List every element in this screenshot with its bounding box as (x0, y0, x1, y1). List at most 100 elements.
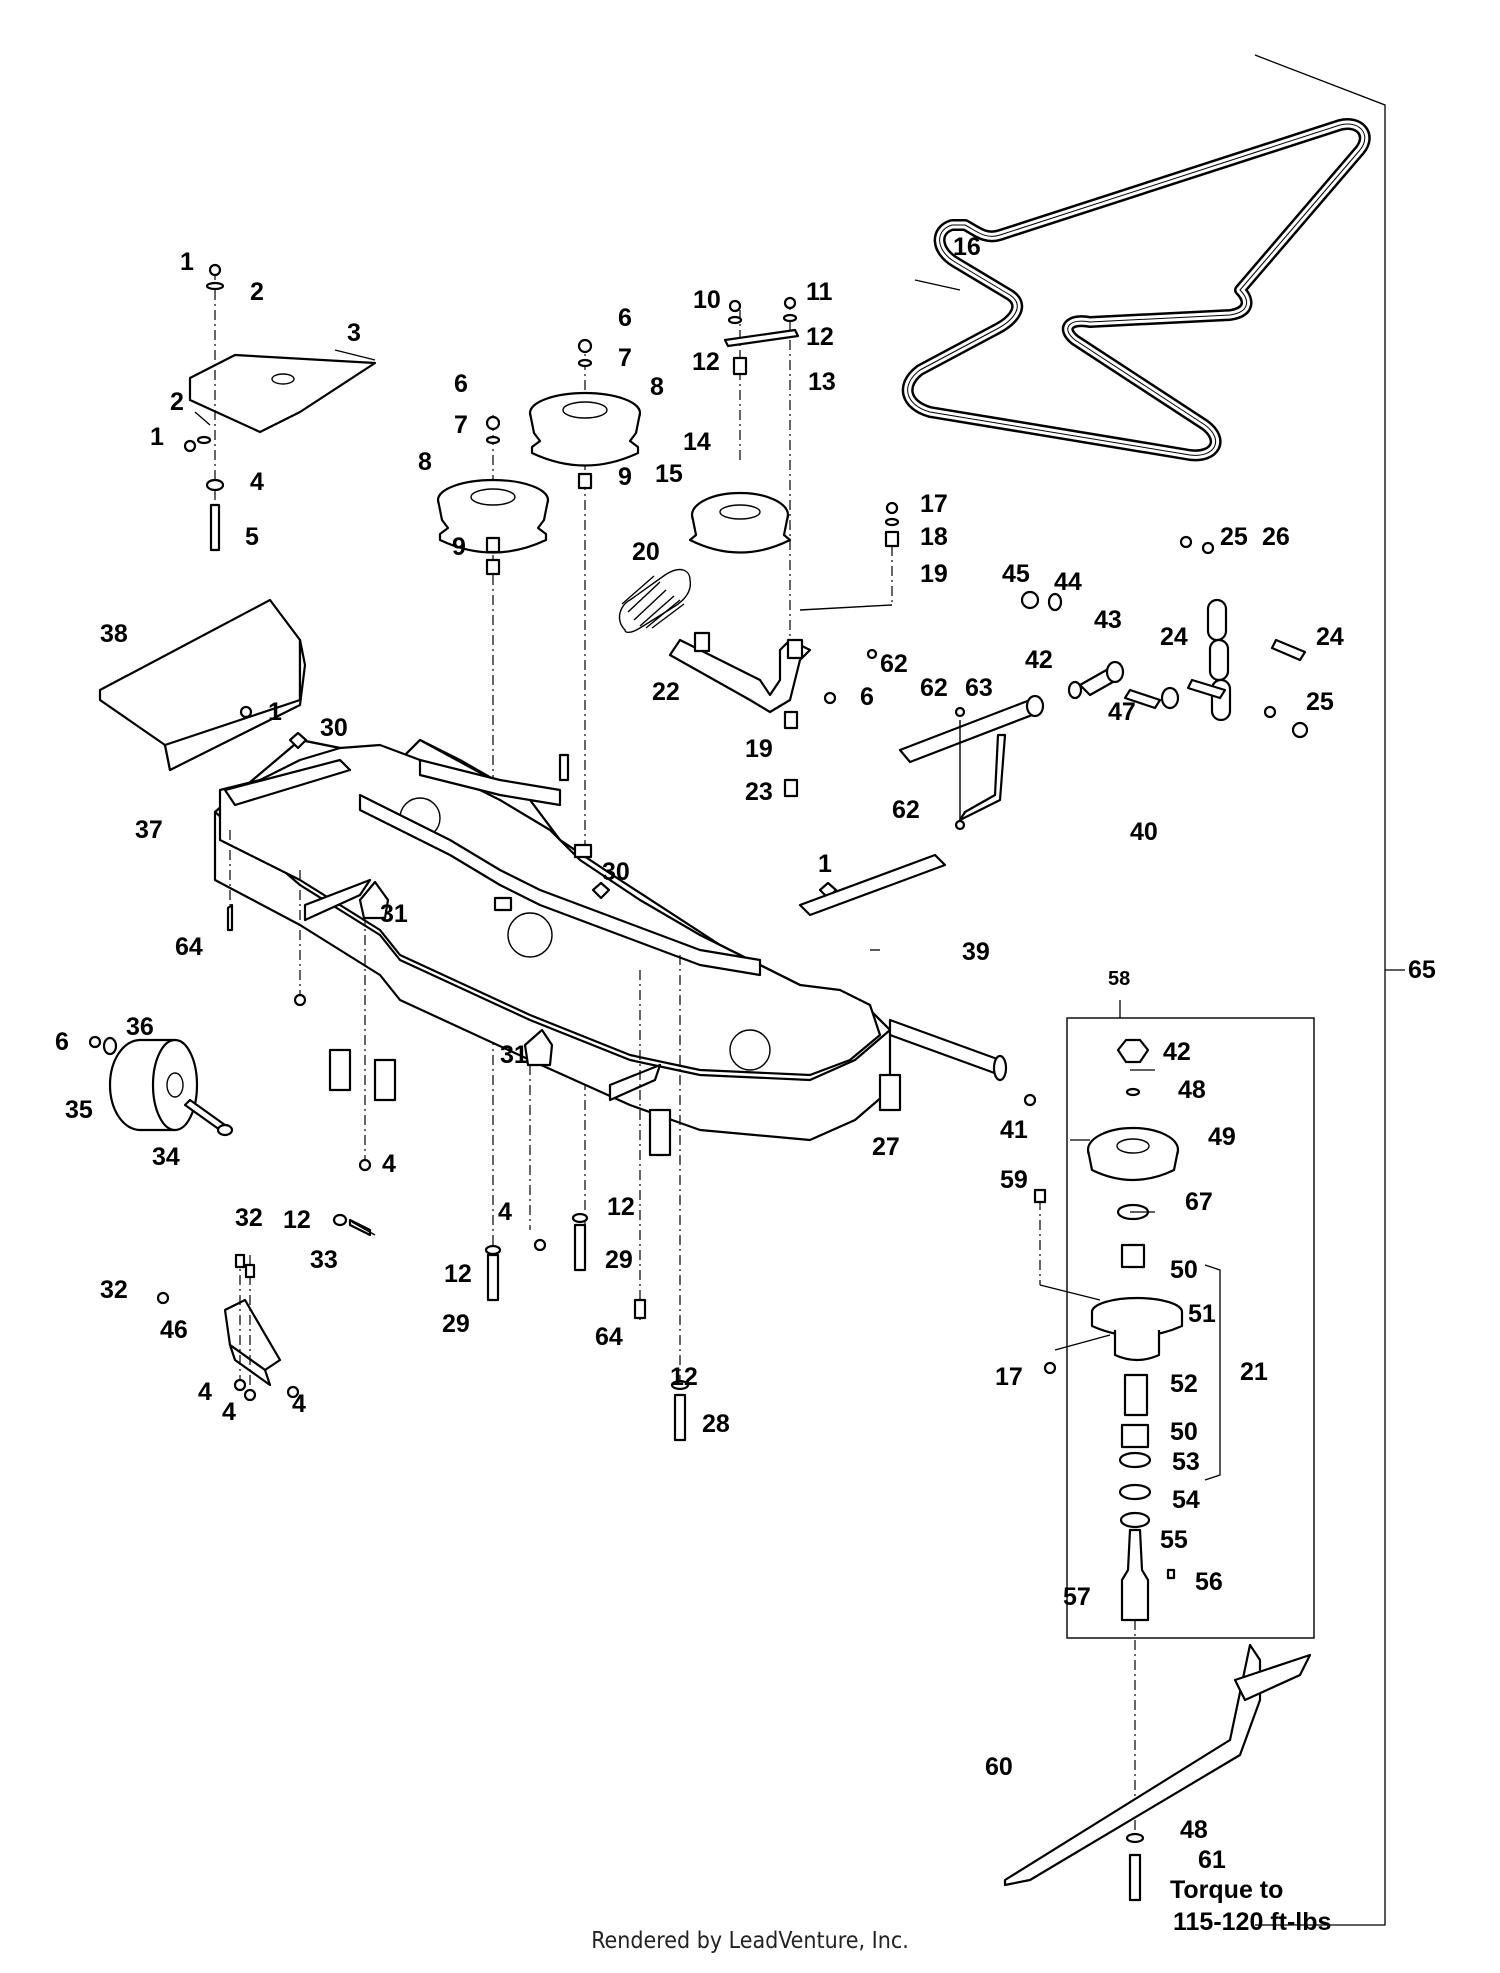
callout-6: 6 (55, 1028, 69, 1056)
deck-hardware (226, 731, 838, 1442)
callout-33: 33 (310, 1246, 338, 1274)
callout-54: 54 (1172, 1486, 1200, 1514)
callout-50: 50 (1170, 1418, 1198, 1446)
pulley-8-center (528, 338, 642, 1250)
callout-32: 32 (100, 1276, 128, 1304)
callout-4: 4 (498, 1198, 512, 1226)
callout-57: 57 (1063, 1583, 1091, 1611)
torque-note-line2: 115-120 ft-lbs (1173, 1908, 1331, 1936)
callout-49: 49 (1208, 1123, 1236, 1151)
callout-11: 11 (806, 278, 833, 306)
callout-32: 32 (235, 1204, 263, 1232)
callout-8: 8 (418, 448, 432, 476)
callout-58: 58 (1108, 968, 1130, 990)
callout-2: 2 (250, 278, 264, 306)
callout-59: 59 (1000, 1166, 1028, 1194)
callout-19: 19 (745, 735, 773, 763)
callout-12: 12 (806, 323, 834, 351)
callout-23: 23 (745, 778, 773, 806)
callout-12: 12 (444, 1260, 472, 1288)
callout-48: 48 (1180, 1816, 1208, 1844)
pivot-arm-63 (898, 694, 1045, 831)
callout-4: 4 (222, 1398, 236, 1426)
callout-25: 25 (1220, 523, 1248, 551)
callout-19: 19 (920, 560, 948, 588)
callout-45: 45 (1002, 560, 1030, 588)
callout-29: 29 (442, 1310, 470, 1338)
callout-36: 36 (126, 1013, 154, 1041)
callout-27: 27 (872, 1133, 900, 1161)
callout-17: 17 (995, 1363, 1023, 1391)
callout-1: 1 (150, 423, 164, 451)
callout-29: 29 (605, 1246, 633, 1274)
idler-pulley-15 (688, 296, 800, 640)
callout-12: 12 (670, 1363, 698, 1391)
callout-42: 42 (1163, 1038, 1191, 1066)
callout-9: 9 (452, 533, 466, 561)
callout-56: 56 (1195, 1568, 1223, 1596)
callout-39: 39 (962, 938, 990, 966)
callout-5: 5 (245, 523, 259, 551)
callout-35: 35 (65, 1096, 93, 1124)
bracket-46 (156, 1253, 300, 1402)
callout-62: 62 (892, 796, 920, 824)
callout-31: 31 (380, 900, 408, 928)
callout-labels: 1 2 3 2 1 4 5 6 7 8 9 6 7 8 9 10 11 12 1… (55, 233, 1436, 1936)
adjuster-47 (1020, 590, 1180, 710)
callout-61: 61 (1198, 1846, 1226, 1874)
footer-credit: Rendered by LeadVenture, Inc. (591, 1928, 909, 1954)
callout-12: 12 (607, 1193, 635, 1221)
baffle-38 (98, 598, 307, 772)
callout-13: 13 (808, 368, 836, 396)
callout-28: 28 (702, 1410, 730, 1438)
callout-30: 30 (602, 858, 630, 886)
callout-14: 14 (683, 428, 711, 456)
callout-46: 46 (160, 1316, 188, 1344)
callout-63: 63 (965, 674, 993, 702)
spring-20 (618, 568, 692, 634)
callout-24: 24 (1316, 623, 1344, 651)
callout-30: 30 (320, 714, 348, 742)
callout-4: 4 (198, 1378, 212, 1406)
callout-47: 47 (1108, 698, 1136, 726)
torque-note-line1: Torque to (1170, 1876, 1283, 1904)
callout-51: 51 (1188, 1300, 1216, 1328)
callout-38: 38 (100, 620, 128, 648)
callout-8: 8 (650, 373, 664, 401)
callout-12: 12 (692, 348, 720, 376)
callout-64: 64 (595, 1323, 623, 1351)
leader-lines (194, 279, 1155, 1213)
pivot-rod-39 (798, 853, 1037, 1107)
callout-34: 34 (152, 1143, 180, 1171)
callout-55: 55 (1160, 1526, 1188, 1554)
belt-cover-plate-3 (183, 263, 377, 552)
callout-52: 52 (1170, 1370, 1198, 1398)
callout-37: 37 (135, 816, 163, 844)
callout-25: 25 (1306, 688, 1334, 716)
callout-4: 4 (250, 468, 264, 496)
callout-1: 1 (268, 698, 282, 726)
callout-41: 41 (1000, 1116, 1028, 1144)
callout-40: 40 (1130, 818, 1158, 846)
callout-64: 64 (175, 933, 203, 961)
callout-4: 4 (382, 1150, 396, 1178)
callout-1: 1 (818, 850, 832, 878)
callout-3: 3 (347, 319, 361, 347)
callout-2: 2 (170, 388, 184, 416)
callout-48: 48 (1178, 1076, 1206, 1104)
callout-22: 22 (652, 678, 680, 706)
callout-6: 6 (454, 370, 468, 398)
callout-43: 43 (1094, 606, 1122, 634)
callout-21: 21 (1240, 1358, 1268, 1386)
callout-10: 10 (693, 286, 721, 314)
callout-31: 31 (500, 1041, 528, 1069)
callout-7: 7 (454, 411, 468, 439)
callout-6: 6 (860, 683, 874, 711)
callout-4: 4 (292, 1390, 306, 1418)
callout-24: 24 (1160, 623, 1188, 651)
idler-arm-22 (668, 501, 900, 798)
callout-9: 9 (618, 463, 632, 491)
callout-1: 1 (180, 248, 194, 276)
callout-18: 18 (920, 523, 948, 551)
